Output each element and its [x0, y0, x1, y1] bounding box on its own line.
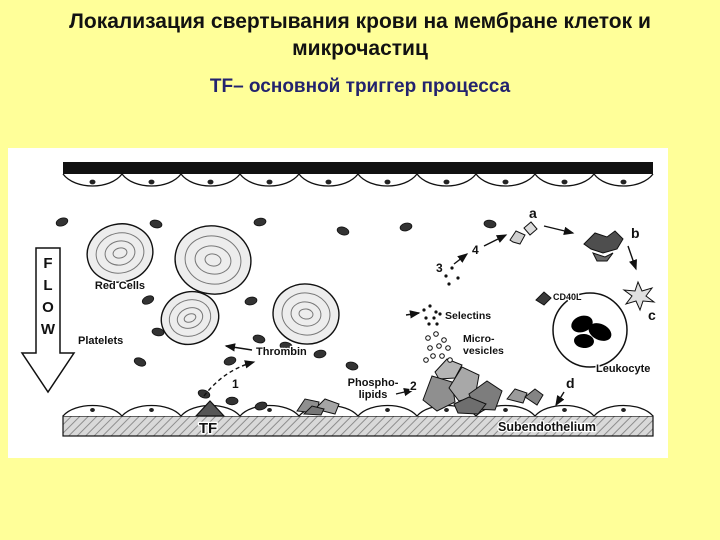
- coagulation-diagram: F L O W: [20, 162, 657, 438]
- slide-title-line1: Локализация свертывания крови на мембран…: [69, 10, 651, 33]
- red-cells: [86, 223, 340, 346]
- flow-arrow: F L O W: [20, 247, 76, 394]
- marker-d: d: [566, 375, 575, 391]
- thrombin-label: Thrombin: [256, 346, 307, 358]
- flow-letter-l: L: [43, 277, 52, 294]
- red-cell: [160, 290, 220, 346]
- flow-letter-w: W: [41, 321, 56, 338]
- phospholipids-label-line1: Phospho-: [348, 377, 399, 389]
- marker-4: 4: [472, 243, 479, 257]
- tf-label: TF: [199, 420, 217, 437]
- flow-letter-f: F: [43, 255, 52, 272]
- slide-subtitle: TF– основной триггер процесса: [209, 76, 511, 97]
- platelets-group: [55, 217, 497, 411]
- red-cells-label: Red Cells: [95, 280, 145, 292]
- subendothelium-label: Subendothelium: [498, 420, 596, 434]
- red-cell: [174, 225, 252, 295]
- clot-aggregate: [296, 358, 544, 416]
- microvesicles: [423, 331, 453, 363]
- marker-3: 3: [436, 261, 443, 275]
- endothelium-bottom: [62, 404, 654, 417]
- coagulation-diagram-panel: F L O W: [8, 148, 668, 458]
- microvesicles-label-line2: vesicles: [463, 345, 504, 357]
- slide-title: Локализация свертывания крови на мембран…: [14, 8, 706, 63]
- endothelium-top: [62, 162, 654, 187]
- marker-2: 2: [410, 379, 417, 393]
- cd40l-label: CD40L: [553, 292, 582, 302]
- tf-molecule: [194, 400, 226, 417]
- flow-letter-o: O: [42, 299, 54, 316]
- membrane-fragments: [509, 221, 656, 312]
- marker-b: b: [631, 225, 640, 241]
- selectin-dots: [422, 266, 460, 326]
- microvesicles-label-line1: Micro-: [463, 333, 495, 345]
- platelets-label: Platelets: [78, 335, 123, 347]
- slide-title-line2: микрочастиц: [292, 37, 428, 61]
- marker-1: 1: [232, 377, 239, 391]
- marker-c: c: [648, 307, 656, 323]
- red-cell: [272, 283, 340, 345]
- leukocyte-label: Leukocyte: [596, 363, 650, 375]
- leukocyte-cell: [552, 292, 628, 368]
- process-arrows: [203, 225, 637, 407]
- red-cell: [86, 223, 154, 283]
- phospholipids-label-line2: lipids: [359, 389, 388, 401]
- selectins-label: Selectins: [445, 310, 491, 322]
- marker-a: a: [529, 205, 537, 221]
